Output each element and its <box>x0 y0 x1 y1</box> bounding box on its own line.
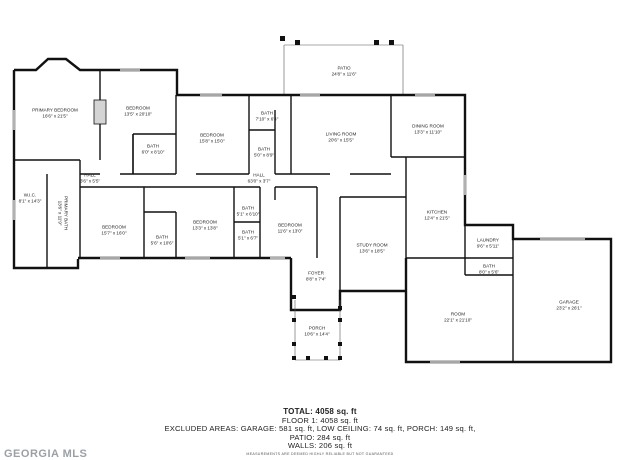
fireplace <box>93 99 107 125</box>
excluded-areas: EXCLUDED AREAS: GARAGE: 581 sq. ft, LOW … <box>164 424 476 434</box>
georgia-mls-logo: GEORGIA MLS <box>0 449 92 460</box>
patio-posts <box>280 36 394 45</box>
window-lines <box>13 69 585 363</box>
total-area: TOTAL: 4058 sq. ft <box>283 407 357 416</box>
patio-outline <box>283 44 404 95</box>
room-label-wic: W.I.C.8'1" x 14'3" <box>18 192 42 203</box>
measurement-disclaimer: MEASUREMENTS ARE DEEMED HIGHLY RELIABLE … <box>246 452 394 456</box>
interior-walls <box>14 70 514 362</box>
porch-posts <box>292 295 342 360</box>
floor-area: FLOOR 1: 4058 sq. ft <box>281 415 359 425</box>
patio-area: PATIO: 284 sq. ft <box>289 432 351 442</box>
walls-area: WALLS: 206 sq. ft <box>287 441 353 451</box>
area-summary: TOTAL: 4058 sq. ft FLOOR 1: 4058 sq. ft … <box>0 407 640 451</box>
